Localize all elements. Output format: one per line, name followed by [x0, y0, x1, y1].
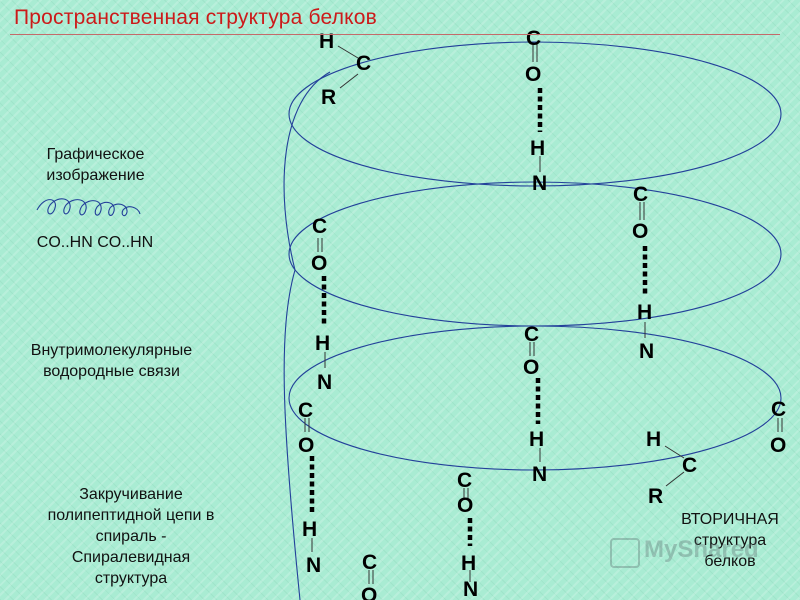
watermark-icon: [610, 538, 640, 568]
atom-c: C: [682, 454, 697, 477]
bond-line: [337, 45, 359, 59]
atom-h: H: [302, 518, 317, 541]
watermark-text: MyShared: [644, 536, 759, 563]
atom-c: C: [298, 399, 313, 422]
caption-line: Спиралевидная: [71, 549, 191, 566]
atom-c: C: [362, 551, 377, 574]
atom-n: N: [532, 172, 547, 195]
slide-title: Пространственная структура белков: [14, 6, 378, 29]
atom-c: C: [771, 398, 786, 421]
atom-n: N: [306, 554, 321, 577]
helix-spine: [283, 71, 331, 600]
atom-o: O: [457, 494, 473, 517]
atom-c: C: [312, 215, 327, 238]
atom-o: O: [361, 584, 377, 600]
coil-icon: [36, 198, 141, 217]
caption-line: ВТОРИЧНАЯ: [681, 511, 779, 528]
caption-secondary-structure: ВТОРИЧНАЯ структура белков: [660, 509, 800, 572]
caption-line: полипептидной цепи в: [47, 507, 215, 524]
caption-line: структура: [94, 570, 168, 587]
atom-n: N: [317, 371, 332, 394]
atom-c: C: [633, 183, 648, 206]
atom-o: O: [523, 356, 539, 379]
caption-line: Графическое: [46, 146, 145, 163]
bond-line: [664, 445, 685, 459]
caption-hydrogen-bonds: Внутримолекулярные водородные связи: [4, 340, 219, 382]
atom-c: C: [524, 323, 539, 346]
atom-r: R: [321, 86, 336, 109]
atom-h: H: [461, 552, 476, 575]
atom-r: R: [648, 485, 663, 508]
atom-h: H: [319, 30, 334, 53]
atom-o: O: [311, 252, 327, 275]
atom-n: N: [532, 463, 547, 486]
atom-h: H: [315, 332, 330, 355]
atom-c: C: [356, 52, 371, 75]
bond-line: [339, 73, 359, 89]
caption-line: Внутримолекулярные: [30, 342, 193, 359]
caption-line: спираль -: [95, 528, 167, 545]
atom-c: C: [457, 469, 472, 492]
helix-turn-2: [288, 181, 782, 327]
atom-h: H: [530, 137, 545, 160]
caption-line: изображение: [46, 167, 145, 184]
atom-o: O: [298, 434, 314, 457]
helix-turn-3: [288, 325, 782, 471]
atom-h: H: [529, 428, 544, 451]
caption-line: Закручивание: [79, 486, 183, 503]
bond-line: [665, 471, 685, 487]
atom-o: O: [770, 434, 786, 457]
atom-o: O: [525, 63, 541, 86]
atom-n: N: [463, 578, 478, 600]
atom-h: H: [646, 428, 661, 451]
caption-line: структура: [693, 532, 767, 549]
atom-n: N: [639, 340, 654, 363]
caption-line: водородные связи: [43, 363, 180, 380]
caption-line: белков: [704, 553, 756, 570]
atom-h: H: [637, 301, 652, 324]
atom-o: O: [632, 220, 648, 243]
helix-turn-1: [288, 41, 782, 187]
atom-c: C: [526, 27, 541, 50]
caption-formula: CO..HN CO..HN: [36, 234, 154, 251]
caption-graphic: Графическое изображение: [18, 144, 173, 186]
title-underline: [10, 34, 780, 35]
caption-twisting: Закручивание полипептидной цепи в спирал…: [16, 484, 246, 589]
